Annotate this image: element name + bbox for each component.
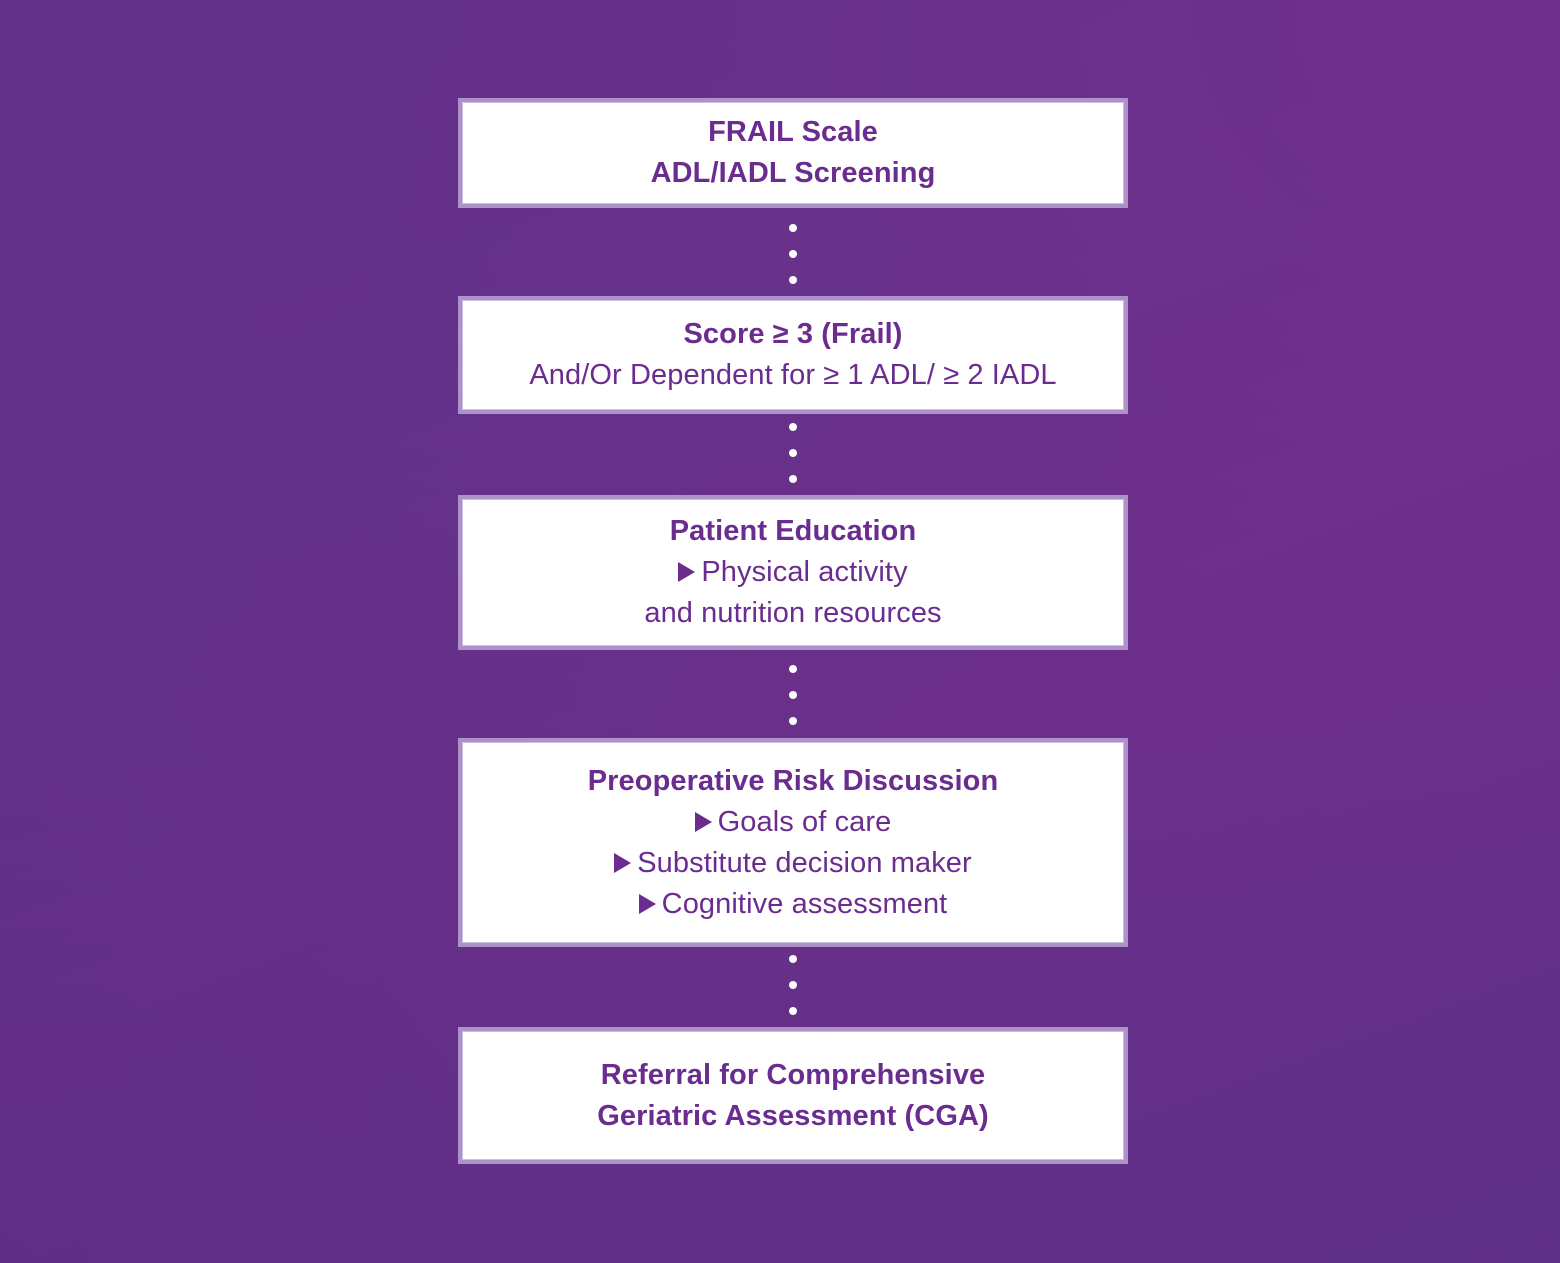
step-title: FRAIL Scale	[708, 116, 878, 148]
triangle-right-icon	[694, 811, 712, 832]
bullet-text: Goals of care	[717, 805, 892, 838]
connector-dot	[789, 955, 797, 963]
step-bullet-item: Goals of care	[694, 802, 892, 843]
bullet-text: Substitute decision maker	[637, 846, 972, 879]
triangle-right-icon	[614, 852, 632, 873]
step-title: ADL/IADL Screening	[650, 157, 936, 189]
connector-dot	[789, 717, 797, 725]
step-title: Preoperative Risk Discussion	[587, 764, 999, 797]
connector-dot	[789, 423, 797, 431]
step-title: Referral for Comprehensive	[600, 1058, 986, 1091]
connector-dot	[789, 665, 797, 673]
flow-step-frail-screening: FRAIL Scale ADL/IADL Screening	[458, 98, 1128, 208]
bullet-text: Physical activity	[701, 556, 908, 588]
dotted-connector	[789, 955, 797, 1015]
connector-dot	[789, 224, 797, 232]
flow-step-preop-risk-discussion: Preoperative Risk Discussion Goals of ca…	[458, 738, 1128, 947]
flow-step-frailty-criteria: Score ≥ 3 (Frail) And/Or Dependent for ≥…	[458, 296, 1128, 414]
connector-dot	[789, 691, 797, 699]
triangle-right-icon	[638, 893, 656, 914]
step-detail: and nutrition resources	[644, 597, 942, 629]
flow-step-patient-education: Patient Education Physical activity and …	[458, 495, 1128, 650]
step-bullet-item: Physical activity	[678, 552, 908, 593]
step-title: Patient Education	[669, 515, 917, 547]
dotted-connector	[789, 665, 797, 725]
step-bullet-item: Substitute decision maker	[614, 843, 972, 884]
step-bullet-item: Cognitive assessment	[638, 884, 948, 925]
connector-dot	[789, 981, 797, 989]
connector-dot	[789, 475, 797, 483]
dotted-connector	[789, 423, 797, 483]
step-detail: And/Or Dependent for ≥ 1 ADL/ ≥ 2 IADL	[529, 359, 1057, 391]
connector-dot	[789, 250, 797, 258]
step-title: Geriatric Assessment (CGA)	[597, 1099, 989, 1132]
connector-dot	[789, 1007, 797, 1015]
bullet-text: Cognitive assessment	[661, 887, 948, 920]
step-title: Score ≥ 3 (Frail)	[683, 318, 903, 350]
flow-step-cga-referral: Referral for Comprehensive Geriatric Ass…	[458, 1027, 1128, 1164]
dotted-connector	[789, 224, 797, 284]
connector-dot	[789, 276, 797, 284]
connector-dot	[789, 449, 797, 457]
triangle-right-icon	[678, 562, 696, 582]
